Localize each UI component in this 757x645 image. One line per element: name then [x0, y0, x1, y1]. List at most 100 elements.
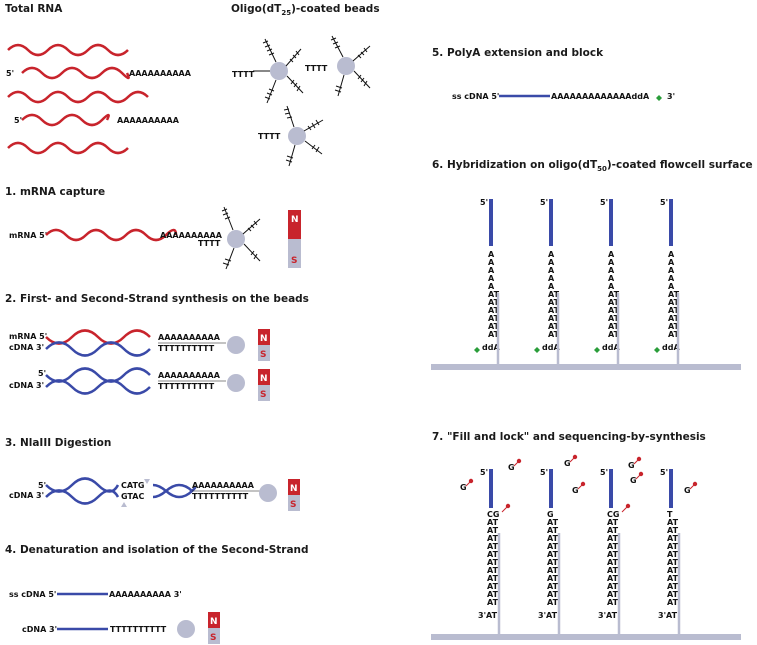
base-pair-at-label: AT [668, 330, 680, 339]
dda-block-icon [656, 95, 662, 101]
base-pair-at-label: AT [487, 582, 499, 591]
polya-label: AAAAAAAAAA [192, 481, 255, 490]
base-top-label: G [547, 510, 554, 519]
mrna-strand [45, 228, 178, 242]
g-nucleotide-icon: G [628, 456, 642, 470]
rna-strands [7, 43, 149, 155]
g-nucleotide-label: G [564, 459, 571, 468]
three-prime-at-label: 3'AT [598, 611, 618, 620]
oligo-teeth [253, 38, 304, 104]
base-pair-at-label: AT [487, 542, 499, 551]
dda-label: ddA [482, 343, 500, 352]
bead [177, 620, 195, 638]
base-top-label: CG [607, 510, 619, 519]
g-nucleotide-label: G [684, 486, 691, 495]
base-pair-at-label: AT [668, 306, 680, 315]
bead [227, 336, 245, 354]
g-nucleotide-label: G [460, 483, 467, 492]
base-pair-at-label: AT [548, 290, 560, 299]
dda-block-icon [534, 347, 540, 353]
step6-title: 6. Hybridization on oligo(dT50)-coated f… [432, 159, 753, 173]
base-a-label: A [488, 258, 495, 267]
base-pair-at-label: AT [488, 290, 500, 299]
base-pair-at-label: AT [488, 298, 500, 307]
oligo-bead [330, 35, 371, 97]
rna-strand [7, 43, 129, 57]
step2-title: 2. First- and Second-Strand synthesis on… [5, 293, 309, 305]
double-helix-left [45, 477, 120, 505]
base-pair-at-label: AT [548, 298, 560, 307]
dda-label: ddA [602, 343, 620, 352]
base-pair-at-label: AT [487, 534, 499, 543]
magnet-s-label: S [290, 500, 296, 510]
base-pair-at-label: AT [607, 590, 619, 599]
base-a-label: A [668, 274, 675, 283]
oligo-bead [253, 38, 304, 104]
incorporated-g-icon [621, 503, 631, 513]
five-prime-label: 5' [660, 198, 668, 207]
base-pair-at-label: AT [607, 534, 619, 543]
base-a-label: A [548, 274, 555, 283]
double-helix-right [152, 483, 197, 499]
rna-strand [7, 141, 129, 155]
base-pair-at-label: AT [488, 322, 500, 331]
cdna-label: cDNA 3' [9, 343, 44, 352]
base-pair-at-label: AT [608, 314, 620, 323]
oligo-bead [283, 105, 324, 167]
g-nucleotide-icon: G [508, 458, 522, 472]
dda-block-icon [654, 347, 660, 353]
magnet-n-label: N [210, 617, 218, 627]
base-pair-at-label: AT [607, 542, 619, 551]
base-pair-at-label: AT [667, 534, 679, 543]
g-nucleotide-icon: G [460, 478, 474, 492]
base-a-label: A [548, 282, 555, 291]
tttt-label: TTTT [198, 239, 221, 248]
cdna-label: cDNA 3' [9, 491, 44, 500]
polya-label: AAAAAAAAAA [158, 333, 221, 342]
step4-title: 4. Denaturation and isolation of the Sec… [5, 544, 309, 556]
base-pair-at-label: AT [668, 322, 680, 331]
base-pair-at-label: AT [667, 590, 679, 599]
oligo-teeth [221, 206, 261, 270]
five-prime-label: 5' [38, 369, 46, 378]
base-pair-at-label: AT [547, 574, 559, 583]
dda-block-icon [594, 347, 600, 353]
base-pair-at-label: AT [487, 550, 499, 559]
magnet-s-label: S [291, 256, 297, 266]
cdna-label: cDNA 3' [22, 625, 57, 634]
base-pair-at-label: AT [547, 582, 559, 591]
magnet-s-label: S [210, 633, 216, 643]
total-rna-heading: Total RNA [5, 3, 63, 15]
base-a-label: A [668, 266, 675, 275]
tttt-label: TTTT [258, 132, 281, 141]
three-prime-at-label: 3'AT [538, 611, 558, 620]
base-a-label: A [488, 274, 495, 283]
flowcell-surface [431, 634, 741, 640]
base-pair-at-label: AT [667, 550, 679, 559]
polyt-label: TTTTTTTTTT [192, 492, 249, 501]
base-pair-at-label: AT [667, 526, 679, 535]
base-pair-at-label: AT [607, 566, 619, 575]
base-pair-at-label: AT [667, 566, 679, 575]
polya-dda-label: AAAAAAAAAAAAAddA [551, 92, 650, 101]
five-prime-label: 5' [480, 468, 488, 477]
ss-cdna-label: ss cDNA 5' [9, 590, 56, 599]
base-pair-at-label: AT [547, 590, 559, 599]
base-top-label: CG [487, 510, 499, 519]
rna-strand [7, 90, 149, 104]
base-pair-at-label: AT [487, 590, 499, 599]
double-helix [45, 367, 151, 395]
flowcell-surface [431, 364, 741, 370]
tttt-label: TTTT [232, 70, 255, 79]
polya-label: AAAAAAAAAA [129, 69, 192, 78]
base-pair-at-label: AT [548, 330, 560, 339]
g-nucleotide-icon: G [564, 454, 578, 468]
g-nucleotide-label: G [572, 486, 579, 495]
rna-strand [21, 113, 110, 127]
base-a-label: A [608, 250, 615, 259]
